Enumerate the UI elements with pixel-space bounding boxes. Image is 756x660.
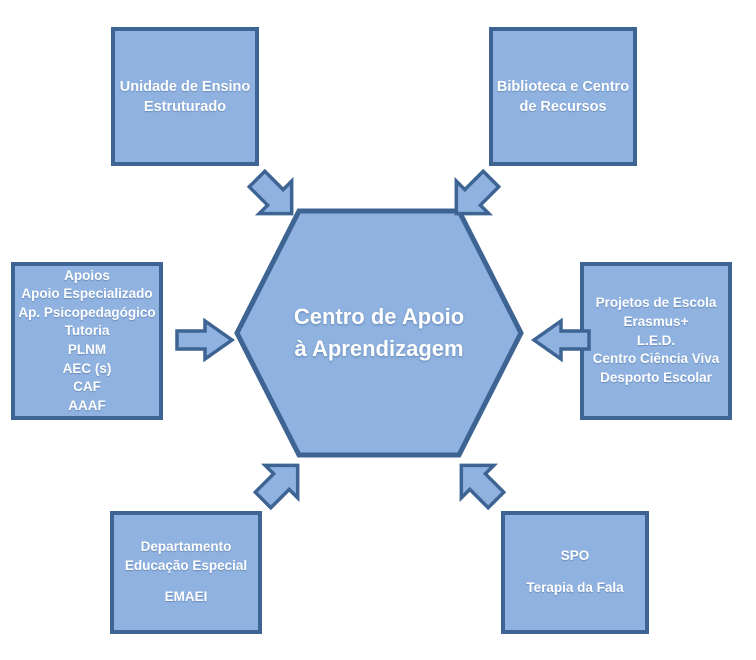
node-line: Apoio Especializado xyxy=(21,286,153,302)
node-line: Centro Ciência Viva xyxy=(592,351,720,367)
node-spo-terapia-fala[interactable]: SPO Terapia da Fala xyxy=(501,511,649,634)
node-departamento-educacao-especial[interactable]: Departamento Educação Especial EMAEI xyxy=(110,511,262,634)
node-line: CAF xyxy=(73,379,101,395)
node-line: Erasmus+ xyxy=(623,314,689,330)
node-line: Biblioteca e Centro xyxy=(496,78,630,95)
node-line: Unidade de Ensino xyxy=(119,78,251,95)
arrow-down-left-icon xyxy=(443,165,505,227)
node-line: Terapia da Fala xyxy=(526,579,624,595)
arrow-up-right-icon xyxy=(249,452,311,514)
node-apoios[interactable]: Apoios Apoio Especializado Ap. Psicopeda… xyxy=(11,262,163,420)
node-line: de Recursos xyxy=(519,98,607,115)
node-line: Desporto Escolar xyxy=(600,369,712,385)
node-line: AEC (s) xyxy=(62,360,112,376)
node-line: PLNM xyxy=(67,342,107,357)
node-line: Tutoria xyxy=(64,323,110,339)
node-biblioteca-centro-recursos[interactable]: Biblioteca e Centro de Recursos xyxy=(489,27,637,166)
node-line: Ap. Psicopedagógico xyxy=(18,304,156,320)
node-line: Educação Especial xyxy=(124,557,248,573)
node-unidade-ensino-estruturado[interactable]: Unidade de Ensino Estruturado xyxy=(111,27,259,166)
node-line: Estruturado xyxy=(143,98,227,115)
arrow-right-icon xyxy=(174,317,236,363)
node-line: Projetos de Escola xyxy=(595,295,717,311)
arrow-down-right-icon xyxy=(243,165,305,227)
node-line: L.E.D. xyxy=(636,332,676,348)
node-line: SPO xyxy=(560,548,590,564)
center-node-hexagon[interactable]: Centro de Apoio à Aprendizagem xyxy=(234,208,524,458)
node-line: AAAF xyxy=(68,397,106,413)
arrow-left-icon xyxy=(530,317,592,363)
arrow-up-left-icon xyxy=(448,452,510,514)
node-line: Apoios xyxy=(64,267,110,283)
node-line: EMAEI xyxy=(164,589,208,605)
node-projetos-escola[interactable]: Projetos de Escola Erasmus+ L.E.D. Centr… xyxy=(580,262,732,420)
hexagon-shape xyxy=(234,208,524,458)
node-line: Departamento xyxy=(140,539,232,555)
